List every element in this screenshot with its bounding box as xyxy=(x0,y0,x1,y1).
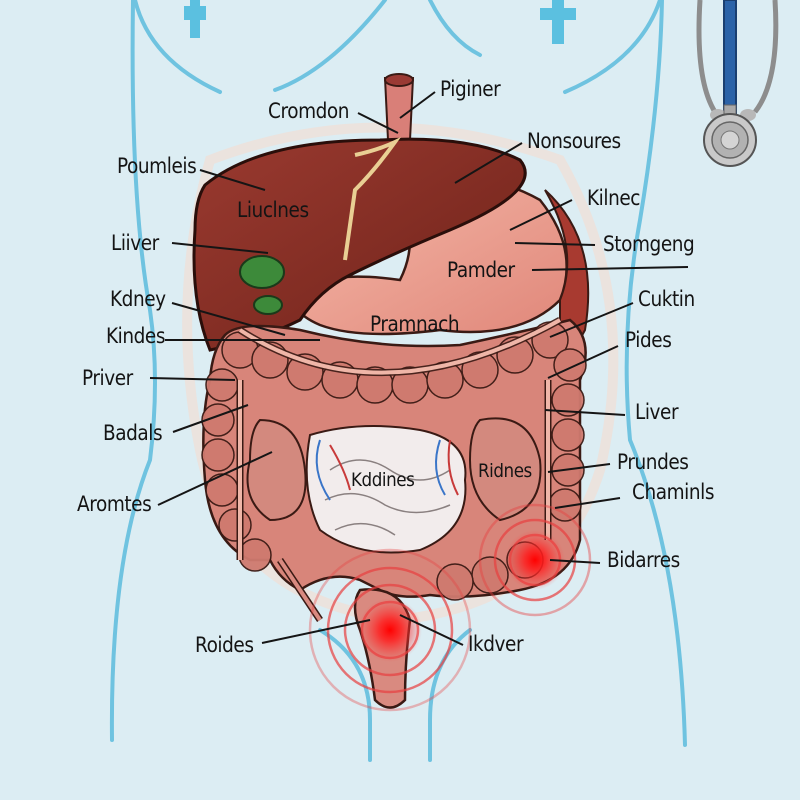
label-aromtes: Aromtes xyxy=(77,492,152,516)
stomach xyxy=(294,178,568,336)
label-nonsoures: Nonsoures xyxy=(527,129,621,153)
label-priver: Priver xyxy=(82,366,133,390)
label-liuclnes: Liuclnes xyxy=(237,198,309,222)
medical-cross-icon xyxy=(540,0,576,44)
label-stomgeng: Stomgeng xyxy=(603,232,695,256)
label-kindes: Kindes xyxy=(106,324,166,348)
label-roides: Roides xyxy=(195,633,254,657)
label-badals: Badals xyxy=(103,421,163,445)
label-pamder: Pamder xyxy=(447,258,515,282)
label-pramnach: Pramnach xyxy=(370,312,460,336)
stethoscope-icon xyxy=(696,0,779,167)
gallbladder xyxy=(239,255,285,289)
label-bidarres: Bidarres xyxy=(607,548,680,572)
label-liver: Liver xyxy=(635,400,679,424)
label-liiver: Liiver xyxy=(111,231,159,255)
esophagus xyxy=(383,77,415,141)
label-kilnec: Kilnec xyxy=(587,186,640,210)
medical-cross-icon xyxy=(184,0,206,38)
small-intestine xyxy=(305,425,467,554)
label-kddines: Kddines xyxy=(351,469,415,491)
label-ridnes: Ridnes xyxy=(478,460,532,482)
label-chaminls: Chaminls xyxy=(632,480,715,504)
label-ikdver: Ikdver xyxy=(468,632,524,656)
label-cuktin: Cuktin xyxy=(638,287,695,311)
label-poumleis: Poumleis xyxy=(117,154,197,178)
label-cromdon: Cromdon xyxy=(268,99,350,123)
label-prundes: Prundes xyxy=(617,450,689,474)
label-kdney: Kdney xyxy=(110,287,166,311)
label-piginer: Piginer xyxy=(440,77,501,101)
leader-lines xyxy=(149,91,689,646)
label-pides: Pides xyxy=(625,328,672,352)
body-outline xyxy=(109,0,687,762)
